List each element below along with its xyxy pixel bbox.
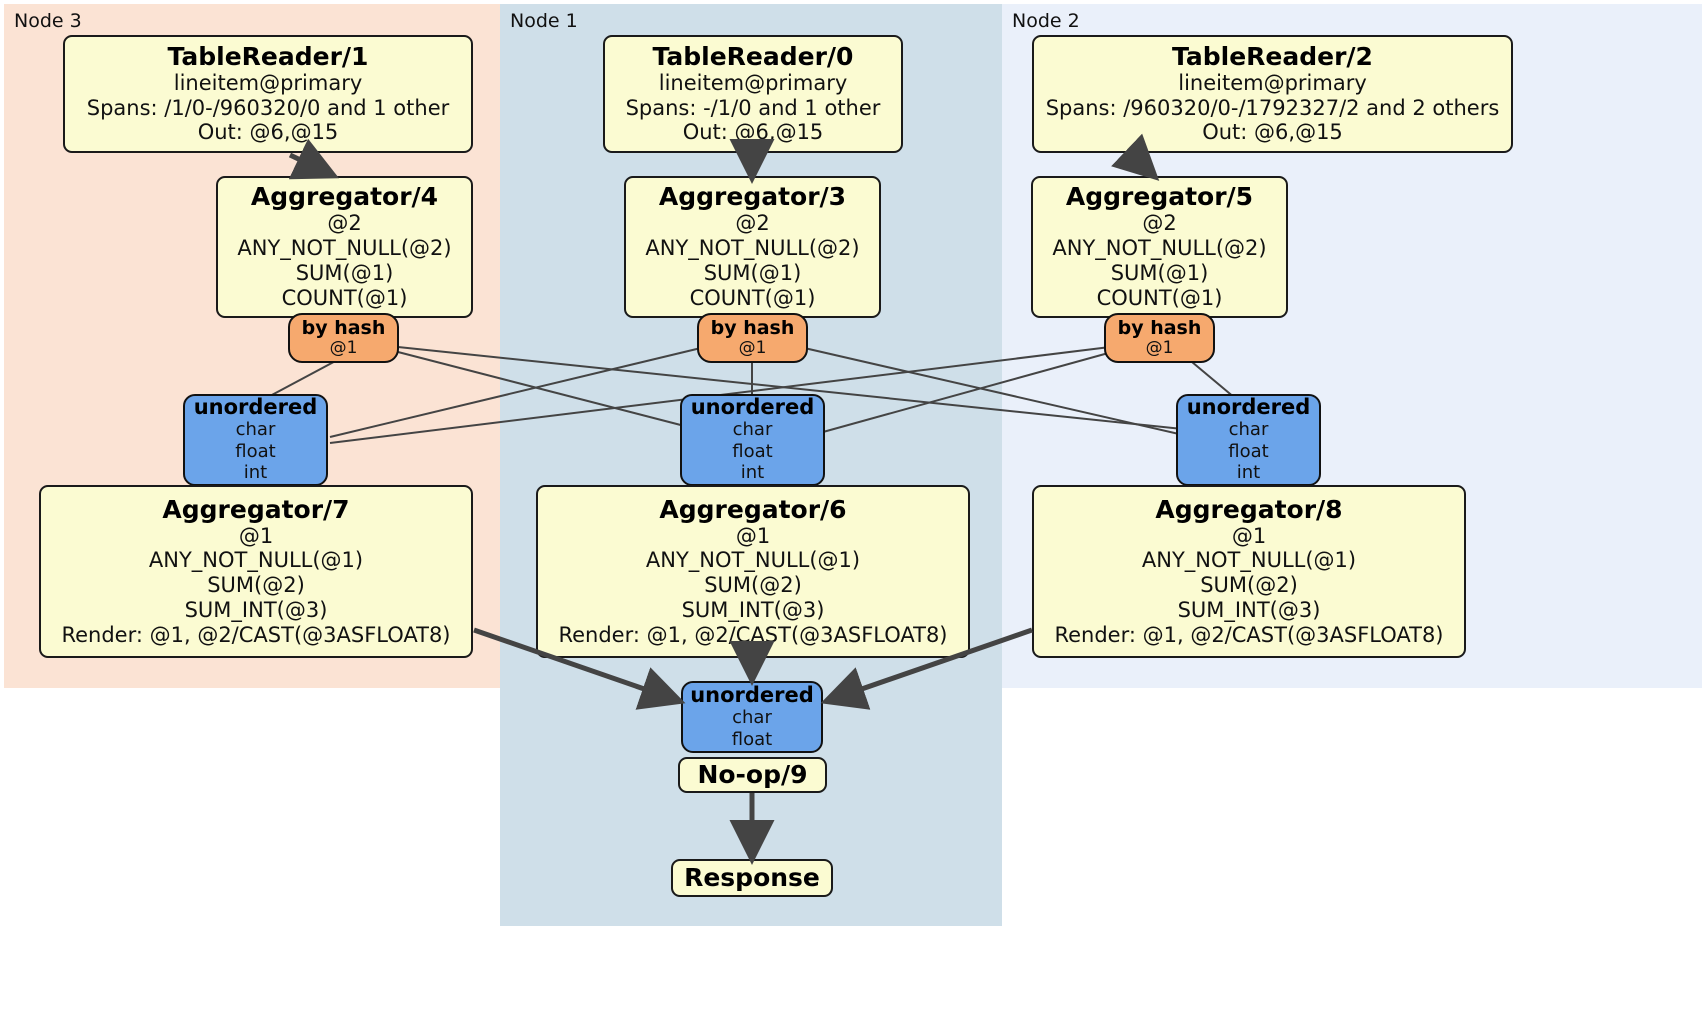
node-detail: @2 (1142, 211, 1177, 236)
node-aggregator-3[interactable]: Aggregator/3 @2 ANY_NOT_NULL(@2) SUM(@1)… (624, 176, 881, 318)
receiver-type: int (740, 462, 765, 484)
node-title: Aggregator/7 (162, 494, 350, 524)
router-by-hash-right[interactable]: by hash @1 (1104, 313, 1215, 363)
node-title: TableReader/2 (1172, 41, 1373, 71)
node-detail: Spans: /1/0-/960320/0 and 1 other (86, 95, 450, 120)
node-detail: Render: @1, @2/CAST(@3ASFLOAT8) (558, 622, 948, 647)
node-aggregator-5[interactable]: Aggregator/5 @2 ANY_NOT_NULL(@2) SUM(@1)… (1031, 176, 1288, 318)
node-detail: @1 (735, 523, 771, 548)
node-detail: COUNT(@1) (281, 285, 408, 310)
receiver-type: char (732, 419, 773, 441)
receiver-type: float (1228, 440, 1269, 462)
node-aggregator-4[interactable]: Aggregator/4 @2 ANY_NOT_NULL(@2) SUM(@1)… (216, 176, 473, 318)
node-detail: Out: @6,@15 (682, 120, 824, 145)
node-aggregator-7[interactable]: Aggregator/7 @1 ANY_NOT_NULL(@1) SUM(@2)… (39, 485, 473, 658)
panel-node-3-label: Node 3 (14, 10, 82, 32)
receiver-title: unordered (1186, 395, 1311, 420)
router-title: by hash (710, 316, 795, 339)
node-detail: SUM_INT(@3) (681, 597, 825, 622)
receiver-title: unordered (193, 395, 318, 420)
node-detail: lineitem@primary (1178, 70, 1367, 95)
node-detail: @2 (735, 211, 770, 236)
node-title: Aggregator/4 (250, 182, 439, 212)
node-detail: Out: @6,@15 (1202, 120, 1343, 145)
node-title: TableReader/1 (167, 41, 369, 71)
node-noop-9[interactable]: No-op/9 (678, 757, 827, 793)
node-title: Response (684, 863, 820, 893)
node-detail: SUM(@1) (1110, 261, 1209, 285)
node-tablereader-1[interactable]: TableReader/1 lineitem@primary Spans: /1… (63, 35, 473, 153)
router-title: by hash (1117, 316, 1202, 339)
router-by-hash-left[interactable]: by hash @1 (288, 313, 399, 363)
node-detail: lineitem@primary (658, 70, 848, 95)
node-detail: SUM(@1) (295, 261, 394, 285)
node-detail: SUM(@1) (703, 261, 802, 285)
node-detail: lineitem@primary (173, 70, 363, 95)
node-detail: ANY_NOT_NULL(@2) (237, 236, 452, 261)
node-detail: Spans: -/1/0 and 1 other (625, 95, 881, 120)
node-title: Aggregator/5 (1065, 182, 1254, 212)
node-title: Aggregator/3 (658, 182, 847, 212)
node-detail: COUNT(@1) (689, 285, 816, 310)
node-detail: SUM(@2) (207, 573, 305, 598)
receiver-type: float (732, 440, 773, 462)
receiver-type: int (243, 462, 268, 484)
node-detail: @1 (238, 523, 274, 548)
router-detail: @1 (1145, 337, 1174, 358)
node-detail: ANY_NOT_NULL(@1) (148, 548, 364, 573)
node-detail: SUM_INT(@3) (184, 597, 328, 622)
node-tablereader-2[interactable]: TableReader/2 lineitem@primary Spans: /9… (1032, 35, 1513, 153)
node-detail: @2 (327, 211, 362, 236)
node-detail: SUM(@2) (1200, 573, 1298, 598)
node-title: Aggregator/6 (659, 494, 847, 524)
node-detail: SUM(@2) (704, 573, 802, 598)
node-detail: ANY_NOT_NULL(@2) (1052, 236, 1267, 261)
receiver-type: char (732, 706, 772, 728)
node-detail: ANY_NOT_NULL(@1) (645, 548, 861, 573)
node-detail: SUM_INT(@3) (1177, 597, 1321, 622)
node-detail: ANY_NOT_NULL(@1) (1141, 548, 1357, 573)
router-detail: @1 (738, 337, 767, 358)
router-by-hash-center[interactable]: by hash @1 (697, 313, 808, 363)
receiver-unordered-final[interactable]: unordered char float (681, 681, 823, 753)
node-aggregator-6[interactable]: Aggregator/6 @1 ANY_NOT_NULL(@1) SUM(@2)… (536, 485, 970, 658)
node-detail: Out: @6,@15 (197, 120, 339, 145)
panel-node-1-label: Node 1 (510, 10, 578, 32)
receiver-unordered-right[interactable]: unordered char float int (1176, 394, 1321, 486)
node-detail: COUNT(@1) (1096, 285, 1223, 310)
router-detail: @1 (329, 337, 358, 358)
receiver-unordered-left[interactable]: unordered char float int (183, 394, 328, 486)
node-detail: ANY_NOT_NULL(@2) (645, 236, 860, 261)
node-title: Aggregator/8 (1155, 494, 1343, 524)
node-tablereader-0[interactable]: TableReader/0 lineitem@primary Spans: -/… (603, 35, 903, 153)
receiver-type: char (235, 419, 276, 441)
node-title: No-op/9 (697, 760, 808, 790)
node-aggregator-8[interactable]: Aggregator/8 @1 ANY_NOT_NULL(@1) SUM(@2)… (1032, 485, 1466, 658)
node-title: TableReader/0 (652, 41, 854, 71)
receiver-title: unordered (690, 682, 814, 707)
receiver-type: float (731, 728, 773, 750)
node-detail: @1 (1231, 523, 1267, 548)
receiver-unordered-center[interactable]: unordered char float int (680, 394, 825, 486)
node-response[interactable]: Response (671, 859, 833, 897)
panel-node-2-label: Node 2 (1012, 10, 1080, 32)
node-detail: Spans: /960320/0-/1792327/2 and 2 others (1045, 95, 1500, 120)
receiver-type: char (1228, 419, 1269, 441)
node-detail: Render: @1, @2/CAST(@3ASFLOAT8) (61, 622, 451, 647)
receiver-title: unordered (690, 395, 815, 420)
receiver-type: int (1236, 462, 1261, 484)
router-title: by hash (301, 316, 386, 339)
receiver-type: float (235, 440, 276, 462)
node-detail: Render: @1, @2/CAST(@3ASFLOAT8) (1054, 622, 1444, 647)
